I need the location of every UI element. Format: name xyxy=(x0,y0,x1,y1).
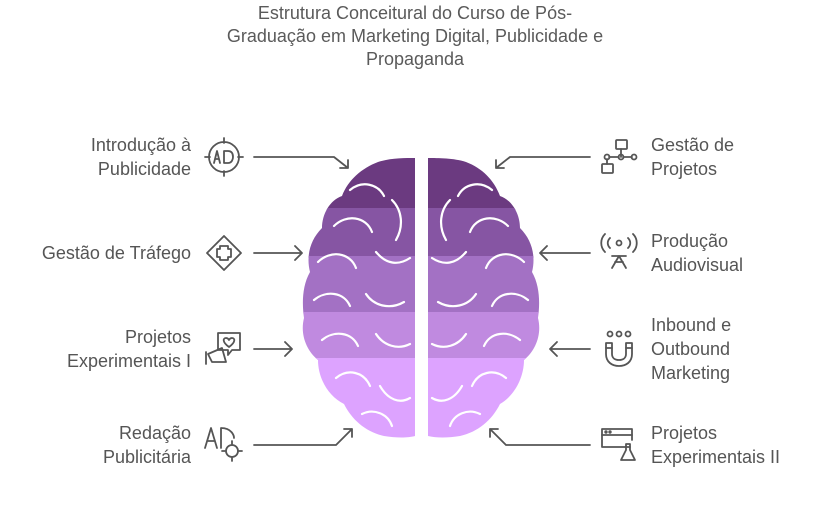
arrow-inbound xyxy=(549,341,591,357)
arrow-redacao xyxy=(253,428,353,446)
diagram-title: Estrutura Conceitural do Curso de Pós- G… xyxy=(165,2,665,71)
browser-lab-icon xyxy=(601,428,636,461)
label-introducao-publicidade: Introdução à Publicidade xyxy=(90,135,191,179)
diamond-plus-icon xyxy=(206,235,242,271)
label-projetos-experimentais-1: Projetos Experimentais I xyxy=(66,327,191,371)
brain-left-hemisphere xyxy=(302,158,415,438)
magnet-people-icon xyxy=(605,330,633,367)
broadcast-person-icon xyxy=(600,233,638,269)
brain-band-bl2 xyxy=(302,208,415,258)
brain-band-br3 xyxy=(428,256,540,314)
brain-band-br4 xyxy=(428,312,540,360)
arrow-trafego xyxy=(253,245,303,261)
arrow-introducao xyxy=(253,156,349,169)
brain-band-bl5 xyxy=(302,358,415,438)
brain-band-bl3 xyxy=(302,256,415,314)
brain-right-hemisphere xyxy=(428,158,540,438)
title-line-3: Propaganda xyxy=(365,49,465,69)
label-redacao-publicitaria: Redação Publicitária xyxy=(102,423,191,467)
label-gestao-trafego: Gestão de Tráfego xyxy=(41,243,191,263)
arrow-audiovisual xyxy=(539,245,591,261)
ad-crosshair-icon xyxy=(204,427,243,462)
flowchart-icon xyxy=(601,139,638,174)
ad-target-icon xyxy=(204,137,244,177)
label-producao-audiovisual: Produção Audiovisual xyxy=(651,231,744,275)
title-line-1: Estrutura Conceitural do Curso de Pós- xyxy=(257,3,573,23)
brain-band-bl1 xyxy=(302,158,415,210)
label-inbound-outbound: Inbound e Outbound Marketing xyxy=(651,315,732,383)
brain-band-bl4 xyxy=(302,312,415,360)
brain-band-br1 xyxy=(428,158,540,210)
arrow-projetos-1 xyxy=(253,341,293,357)
arrow-gestao-projetos xyxy=(495,156,591,169)
megaphone-heart-icon xyxy=(205,332,241,365)
title-line-2: Graduação em Marketing Digital, Publicid… xyxy=(226,26,604,46)
label-projetos-experimentais-2: Projetos Experimentais II xyxy=(651,423,781,467)
arrow-projetos-2 xyxy=(489,428,591,446)
label-gestao-projetos: Gestão de Projetos xyxy=(651,135,735,179)
